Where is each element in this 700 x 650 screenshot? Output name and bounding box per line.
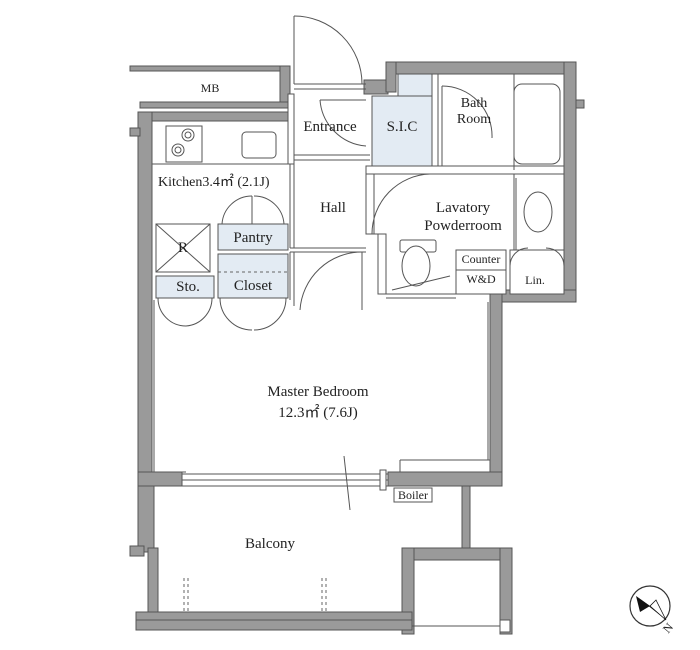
storage-label: Sto. [176, 279, 200, 295]
kitchen-label: Kitchen3.4㎡ (2.1J) [158, 174, 270, 190]
sink-icon [241, 131, 277, 159]
bedroom-window [181, 455, 389, 511]
exterior-walls [129, 61, 585, 557]
stove-icon [165, 125, 203, 163]
hall-label: Hall [320, 200, 346, 216]
storage-closet [155, 253, 289, 331]
bedroom-door [299, 251, 363, 311]
boiler-unit [393, 487, 433, 503]
balcony-label: Balcony [245, 536, 295, 552]
entrance-label: Entrance [303, 119, 357, 135]
toilet-icon [391, 239, 451, 291]
sic-area [371, 95, 433, 167]
compass-icon: N [629, 585, 676, 636]
pantry-label: Pantry [233, 230, 273, 246]
sic-label: S.I.C [387, 119, 418, 135]
boiler-label: Boiler [398, 488, 428, 502]
pantry [217, 195, 289, 251]
balcony [135, 547, 513, 635]
bath-label-2: Room [457, 112, 491, 127]
kitchen-counter [152, 120, 288, 163]
laundry-area [455, 247, 565, 295]
refrigerator [155, 223, 211, 273]
linen-label: Lin. [525, 273, 545, 287]
bath-room [441, 83, 561, 166]
counter-label: Counter [462, 252, 501, 266]
entrance-door [293, 15, 367, 147]
closet-label: Closet [234, 278, 273, 294]
washbasin-icon [515, 178, 553, 250]
interior-walls [152, 73, 565, 473]
master-bedroom-label: Master Bedroom [267, 384, 369, 400]
lavatory-label-1: Lavatory [436, 200, 491, 216]
lavatory-label-2: Powderroom [424, 218, 502, 234]
bath-label-1: Bath [461, 96, 487, 111]
lavatory-door [371, 173, 431, 235]
master-bedroom-area: 12.3㎡ (7.6J) [278, 404, 358, 421]
mb-label: MB [201, 81, 220, 95]
wd-label: W&D [466, 272, 496, 286]
refrigerator-label: R [178, 240, 188, 256]
